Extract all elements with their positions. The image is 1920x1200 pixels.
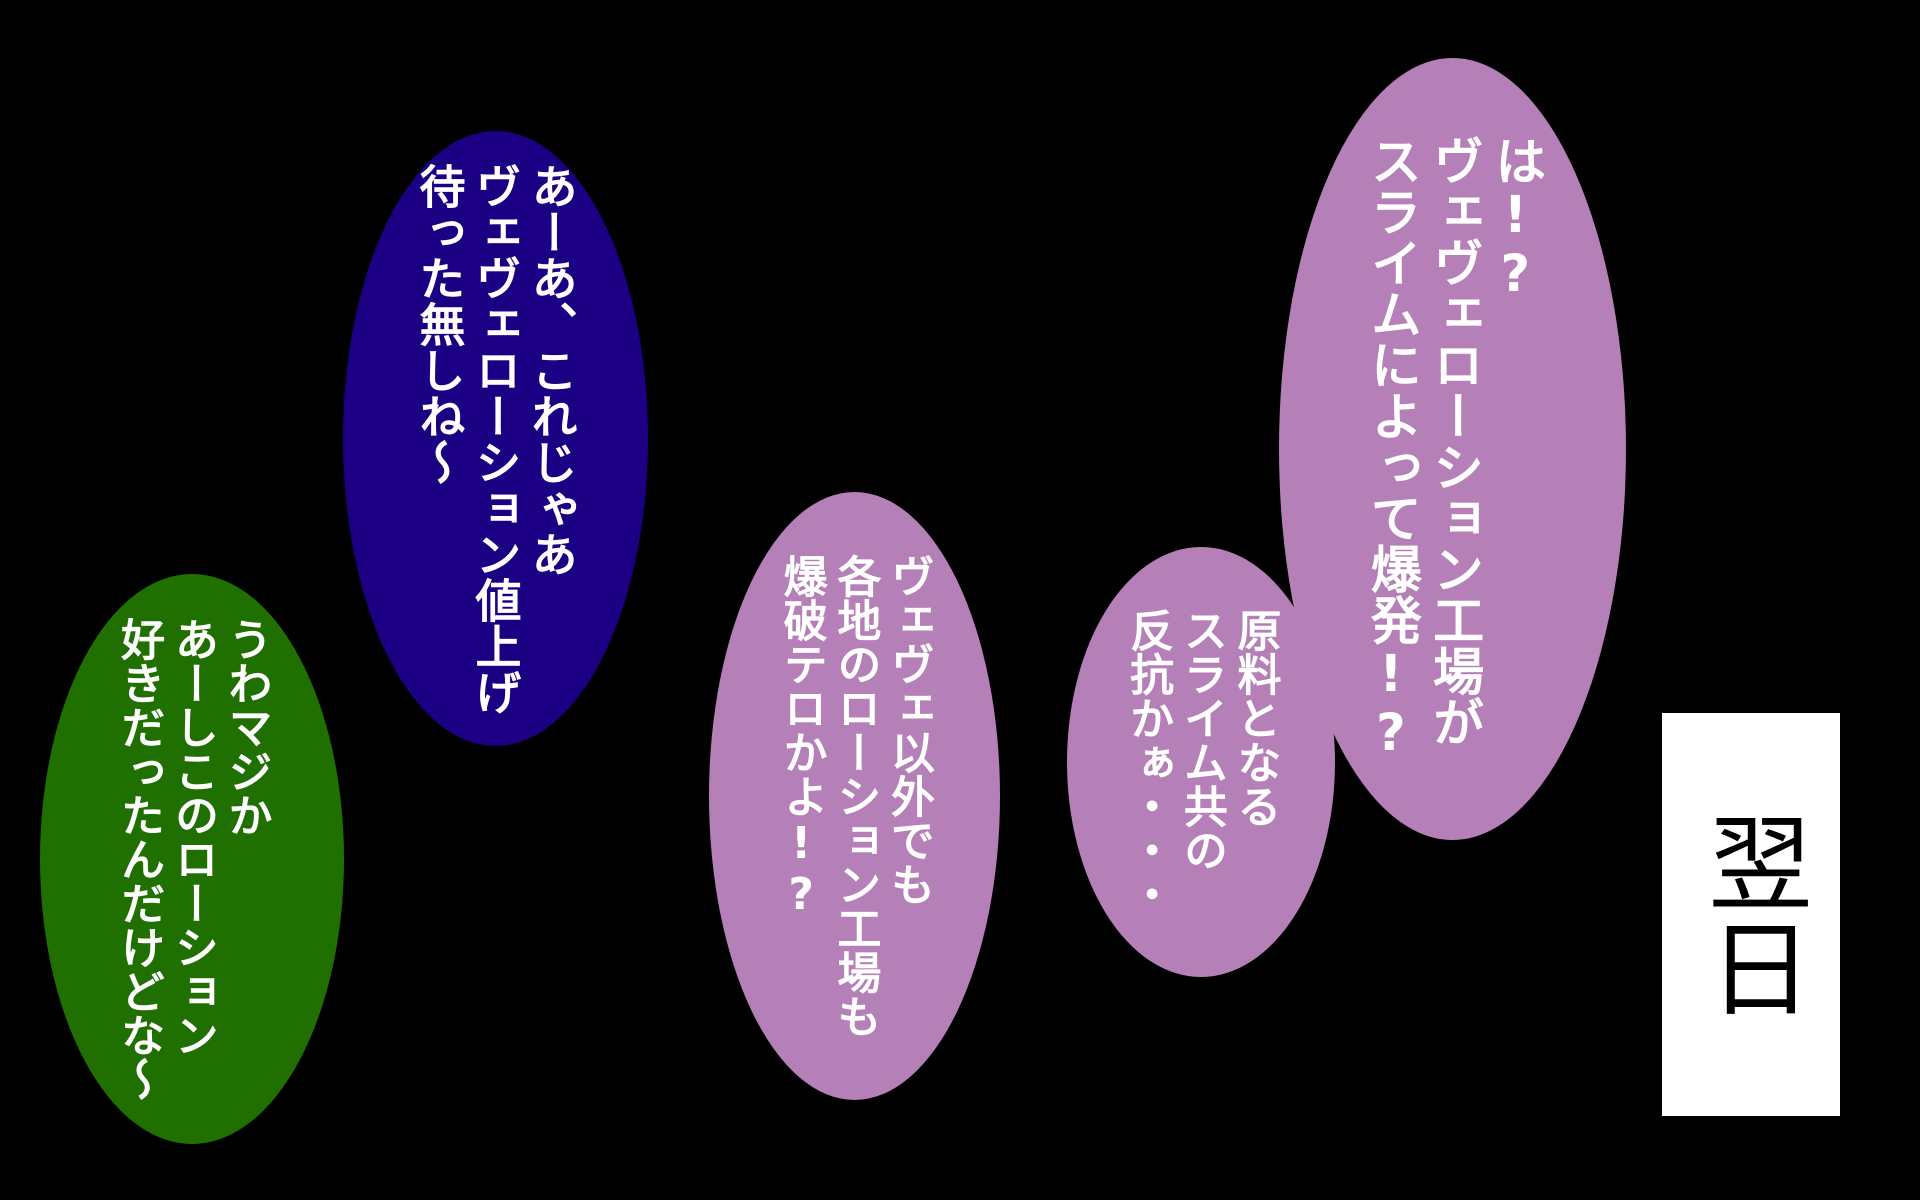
speech-bubble-mauve-small: 原料となる スライム共の 反抗かぁ・・・ [1067, 547, 1335, 977]
speech-line: 爆破テロかよ!? [775, 554, 827, 920]
speech-bubble-blue: あーあ、これじゃあ ヴェヴェローション値上げ 待った無しね〜 [343, 131, 648, 746]
speech-line: ヴェヴェ以外でも [883, 554, 934, 906]
next-day-label: 翌日 [1690, 808, 1812, 1021]
speech-line: スライム共の [1175, 608, 1227, 872]
speech-bubble-blue-text: あーあ、これじゃあ ヴェヴェローション値上げ 待った無しね〜 [411, 163, 579, 715]
speech-bubble-green: うわマジか あーしこのローション 好きだったんだけどな〜 [40, 574, 344, 1144]
speech-line: 原料となる [1229, 608, 1281, 828]
speech-line: ヴェヴェローション値上げ [468, 162, 523, 715]
speech-bubble-mauve-large-text: は!? ヴェヴェローション工場が スライムによって爆発!? [1359, 135, 1546, 763]
speech-line: は!? [1485, 135, 1545, 304]
speech-line: あーあ、これじゃあ [524, 162, 579, 577]
speech-line: スライムによって爆発!? [1361, 135, 1421, 763]
speech-line: 各地のローション工場も [829, 554, 881, 1038]
speech-line: あーしこのローション [166, 617, 218, 1057]
speech-bubble-mauve-large: は!? ヴェヴェローション工場が スライムによって爆発!? [1279, 58, 1626, 840]
speech-bubble-green-text: うわマジか あーしこのローション 好きだったんだけどな〜 [111, 617, 272, 1101]
speech-bubble-mauve-center: ヴェヴェ以外でも 各地のローション工場も 爆破テロかよ!? [709, 492, 1000, 1100]
speech-bubble-mauve-small-text: 原料となる スライム共の 反抗かぁ・・・ [1120, 608, 1281, 916]
next-day-card: 翌日 [1662, 713, 1840, 1116]
speech-line: ヴェヴェローション工場が [1423, 135, 1483, 747]
speech-line: 待った無しね〜 [412, 162, 467, 485]
speech-line: 反抗かぁ・・・ [1122, 608, 1174, 916]
speech-bubble-mauve-center-text: ヴェヴェ以外でも 各地のローション工場も 爆破テロかよ!? [774, 554, 935, 1038]
speech-line: うわマジか [220, 617, 272, 837]
speech-line: 好きだったんだけどな〜 [113, 617, 165, 1101]
